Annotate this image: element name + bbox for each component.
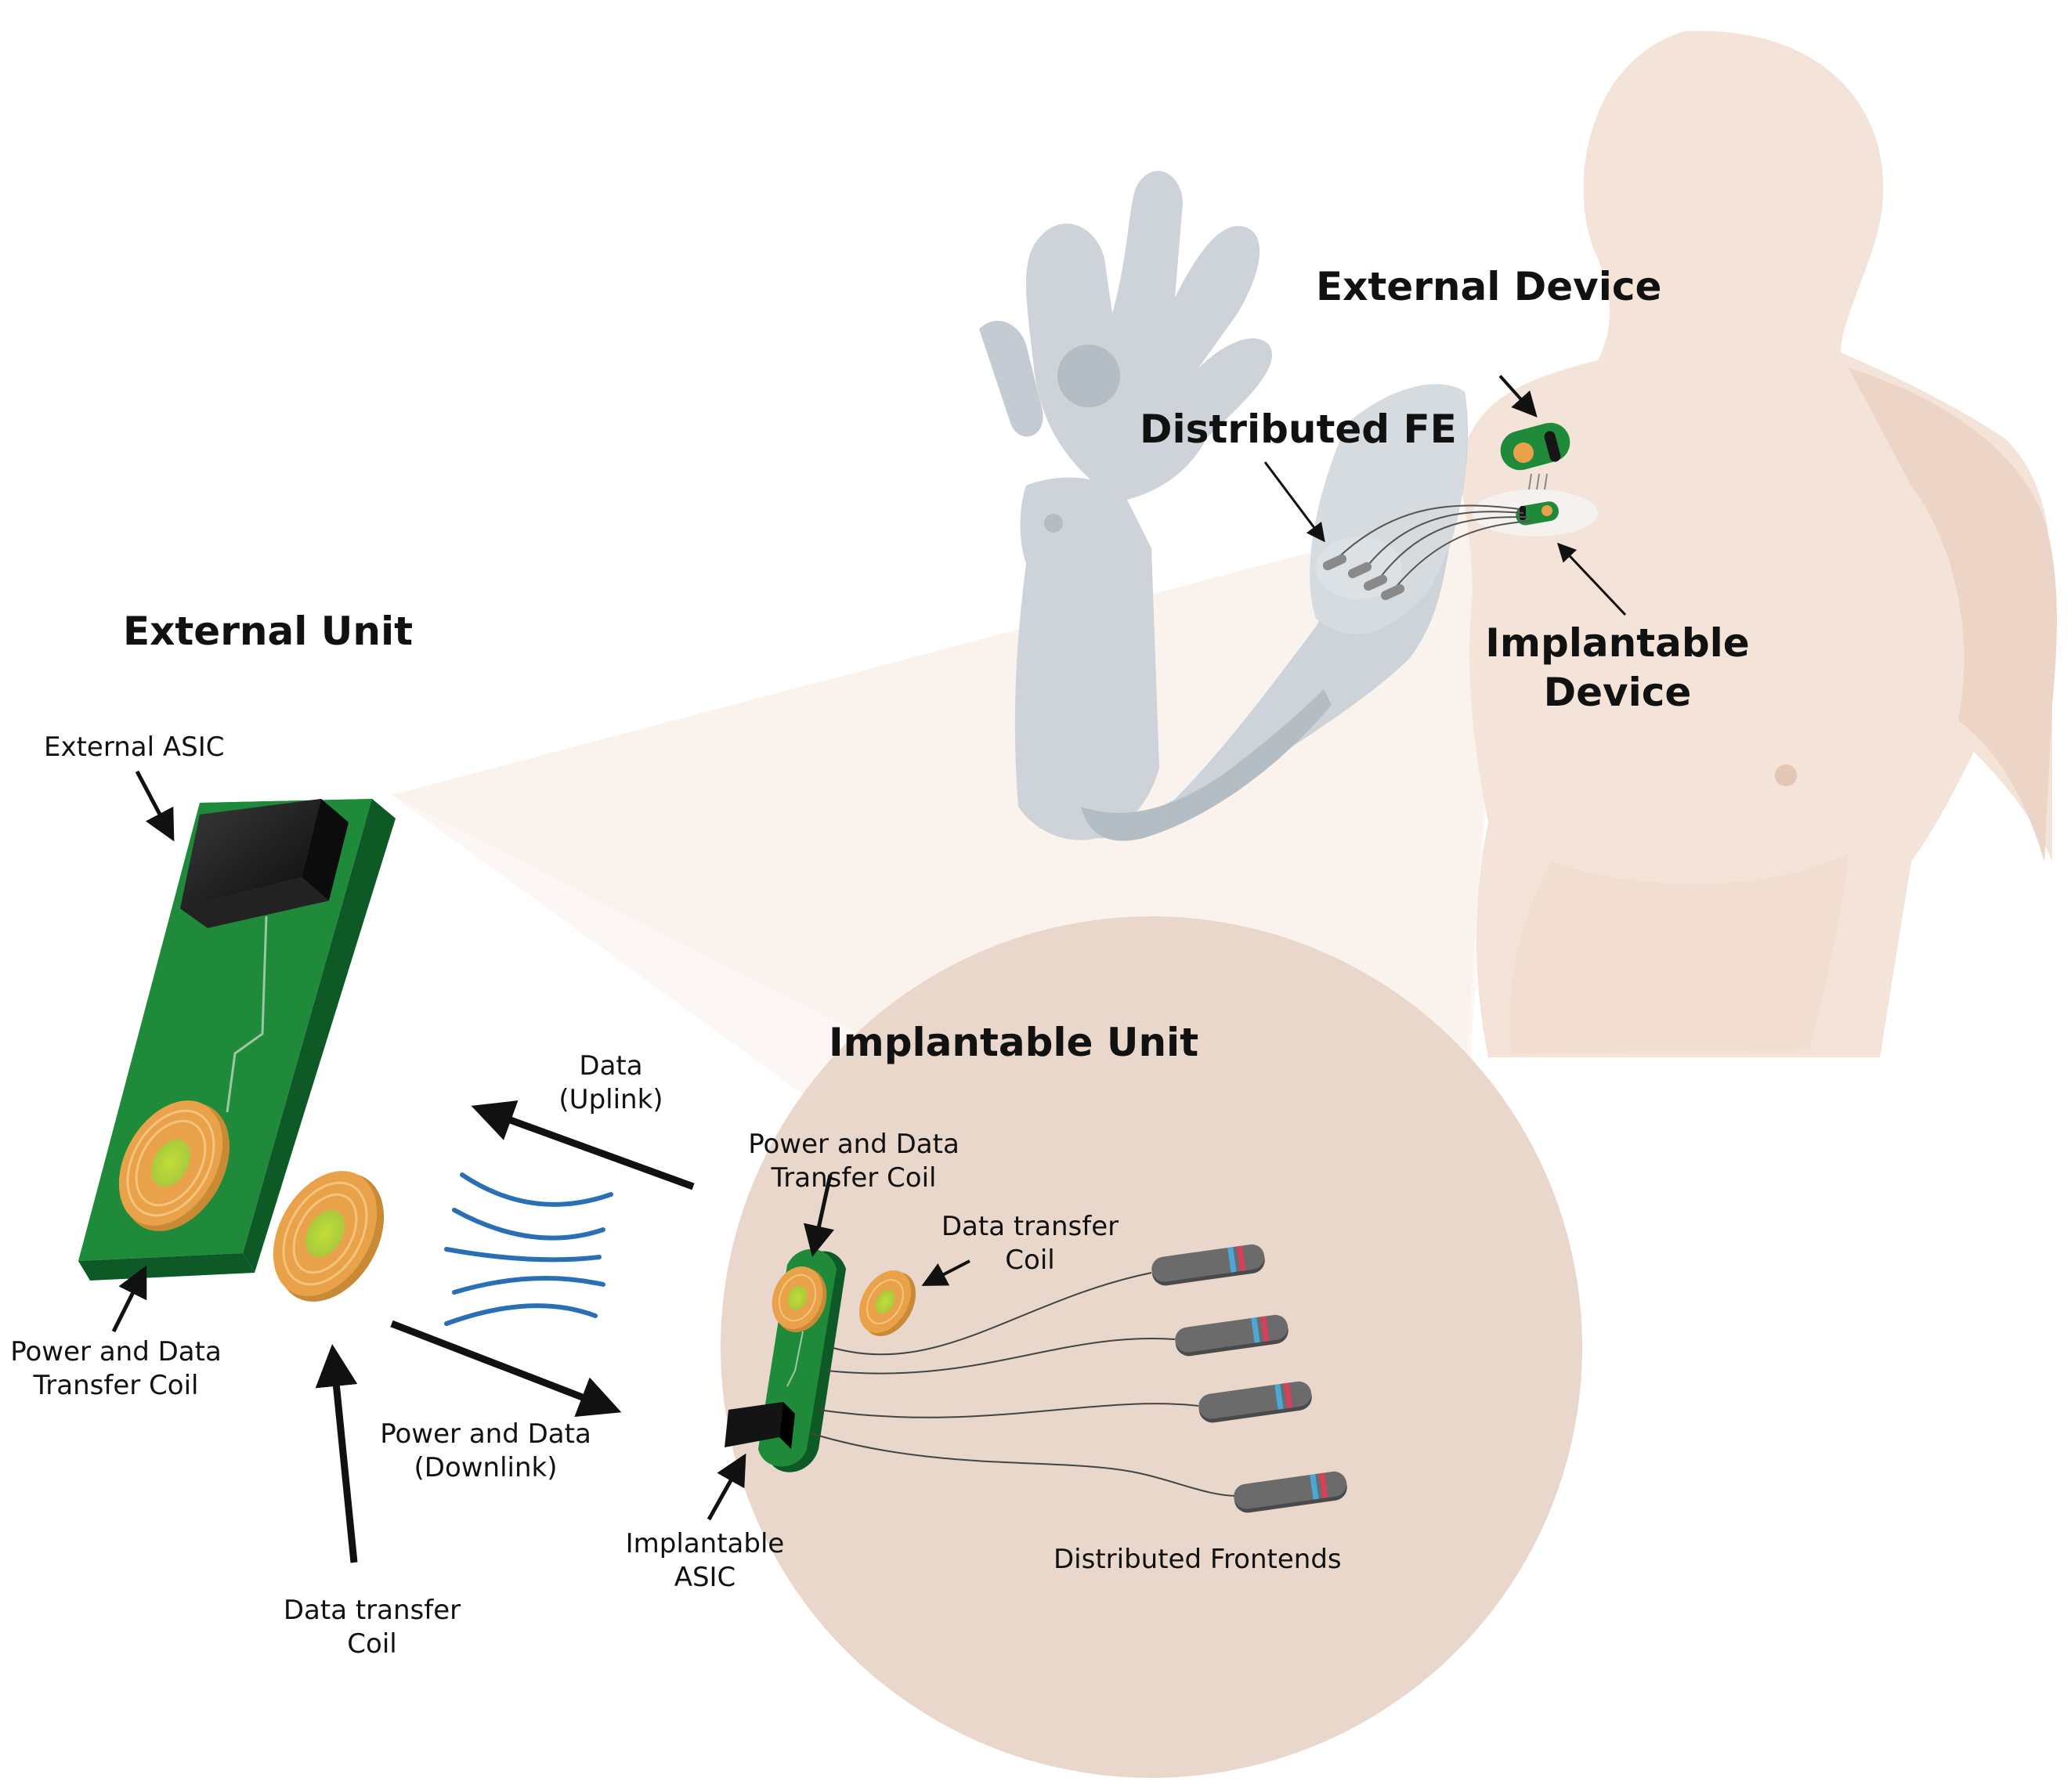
external-power-coil-icon (118, 1100, 230, 1231)
frontend-2 (1175, 1314, 1289, 1357)
implantable-device-arrow (1556, 542, 1627, 616)
implantable-device-label: Implantable Device (1480, 619, 1755, 717)
frontend-1 (1151, 1244, 1265, 1286)
external-device-icon (1500, 422, 1570, 471)
human-torso-icon (1457, 31, 2057, 1058)
implantable-unit-title: Implantable Unit (829, 1020, 1199, 1065)
external-asic-arrow (135, 770, 175, 842)
implantable-asic-line2: ASIC (674, 1561, 736, 1593)
data-coil-ext-label: Data transfer Coil (270, 1594, 474, 1660)
data-coil-imp-line2: Coil (1005, 1244, 1055, 1276)
implantable-device-icon (1473, 490, 1598, 537)
power-data-coil-imp-line2: Transfer Coil (771, 1162, 937, 1194)
implantable-asic-line1: Implantable (625, 1528, 785, 1559)
frontend-wires (810, 1272, 1238, 1497)
implant-power-coil-icon (772, 1266, 827, 1332)
external-asic-chip-icon (180, 799, 349, 928)
downlink-line1: Power and Data (380, 1418, 591, 1450)
power-data-coil-ext-line1: Power and Data (10, 1336, 222, 1367)
distributed-fe-label: Distributed FE (1140, 406, 1457, 452)
data-coil-imp-label: Data transfer Coil (928, 1210, 1132, 1277)
power-coil-imp-arrow (803, 1174, 835, 1257)
frontend-3 (1198, 1381, 1312, 1423)
data-coil-imp-line1: Data transfer (941, 1211, 1119, 1242)
uplink-line1: Data (579, 1050, 643, 1082)
data-coil-imp-arrow (921, 1259, 970, 1286)
data-coil-ext-line1: Data transfer (283, 1595, 461, 1626)
power-data-coil-ext-line2: Transfer Coil (33, 1369, 199, 1401)
distributed-fe-small-icon (1331, 504, 1532, 590)
external-data-coil-icon (273, 1171, 385, 1302)
distributed-fe-arrow (1263, 461, 1325, 543)
downlink-arrow (390, 1320, 622, 1417)
data-coil-ext-arrow (315, 1344, 358, 1563)
external-unit-title: External Unit (123, 609, 413, 654)
uplink-line2: (Uplink) (558, 1083, 663, 1115)
implant-asic-chip-icon (725, 1402, 795, 1449)
data-coil-ext-line2: Coil (347, 1628, 397, 1660)
wireless-small-lines (1528, 473, 1548, 490)
electrode-frontend-icon (1151, 1244, 1347, 1513)
downlink-line2: (Downlink) (414, 1451, 558, 1483)
external-asic-label: External ASIC (44, 732, 225, 763)
external-device-arrow (1498, 374, 1538, 417)
power-data-coil-imp-label: Power and Data Transfer Coil (736, 1128, 971, 1194)
downlink-label: Power and Data (Downlink) (368, 1418, 603, 1484)
wireless-waves-icon (444, 1172, 613, 1326)
implantable-device-line2: Device (1543, 669, 1692, 715)
frontend-4 (1234, 1471, 1347, 1513)
implant-zoom-circle (721, 916, 1582, 1778)
implantable-device-line1: Implantable (1485, 620, 1750, 666)
power-data-coil-ext-label: Power and Data Transfer Coil (6, 1335, 226, 1402)
uplink-label: Data (Uplink) (540, 1050, 681, 1116)
power-data-coil-imp-line1: Power and Data (748, 1129, 960, 1160)
implant-data-coil-icon (858, 1270, 916, 1336)
power-coil-ext-arrow (111, 1265, 147, 1333)
implant-asic-arrow (707, 1453, 746, 1521)
uplink-arrow (471, 1100, 695, 1190)
distributed-frontends-label: Distributed Frontends (1054, 1544, 1342, 1575)
distributed-fe-small-electrodes (1322, 554, 1405, 601)
external-device-label: External Device (1316, 264, 1662, 309)
implantable-asic-label: Implantable ASIC (611, 1527, 799, 1594)
